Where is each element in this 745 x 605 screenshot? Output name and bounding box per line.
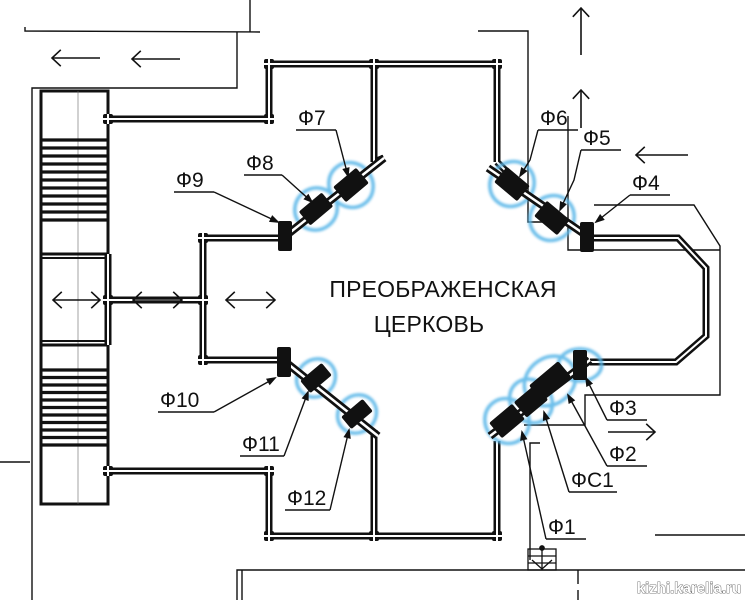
arrow-left-right-icon (634, 146, 688, 164)
right-enclosure-inner (567, 116, 720, 251)
leader-arrowhead (301, 390, 309, 402)
foundation-label-fc1: ФС1 (571, 469, 614, 492)
foundation-label-f9: Ф9 (176, 169, 204, 192)
wall-inner-line (108, 237, 283, 301)
foundation-walls (103, 59, 513, 541)
arrow-left-top-1-icon (50, 49, 100, 67)
leader-arrowhead (343, 428, 351, 439)
foundation-block-f11 (300, 363, 332, 393)
church-title-line2: ЦЕРКОВЬ (374, 311, 485, 337)
apse-wall (590, 234, 710, 366)
foundation-block-f5 (534, 201, 570, 235)
arrow-right-bottom-icon (608, 423, 657, 441)
leader-arrowhead (542, 410, 551, 421)
arrow-up-1-icon (572, 6, 590, 55)
leader-arrowhead (266, 377, 277, 386)
foundation-label-f12: Ф12 (287, 487, 326, 510)
leader-arrowhead (303, 193, 314, 204)
foundation-label-f7: Ф7 (298, 107, 326, 130)
label-leader-line (543, 411, 570, 493)
arrow-left-top-2-icon (130, 50, 180, 68)
left-staircase (39, 89, 110, 506)
foundation-block-f3 (573, 350, 587, 380)
foundation-block-f1 (489, 404, 525, 438)
church-title-line1: ПРЕОБРАЖЕНСКАЯ (329, 276, 556, 302)
label-leader-line (567, 394, 608, 467)
bottom-building-line (236, 569, 745, 600)
drain-symbol (527, 545, 557, 571)
arrow-both-2-icon (131, 291, 184, 309)
foundation-block-fc1 (514, 385, 548, 417)
wall-outer-line (199, 300, 283, 364)
foundation-label-f3: Ф3 (609, 397, 637, 420)
foundation-label-f4: Ф4 (632, 172, 660, 195)
label-leaders (158, 129, 670, 540)
foundation-block-f9 (278, 221, 292, 251)
foundation-block-f8 (299, 193, 333, 225)
lower-right-enclosure (529, 442, 540, 560)
leader-arrowhead (585, 376, 594, 388)
apse-wall-inner (590, 237, 707, 363)
foundation-label-f11: Ф11 (242, 433, 280, 456)
foundation-block-f10 (277, 347, 291, 377)
diagonal-beam-inner (282, 157, 385, 239)
leader-arrowhead (268, 215, 280, 223)
leader-arrowhead (567, 393, 576, 405)
arrow-up-2-icon (572, 88, 590, 128)
direction-arrows (50, 6, 688, 441)
left-enclosure-line (31, 32, 238, 600)
leader-arrowhead (518, 167, 528, 178)
foundation-label-f1: Ф1 (548, 516, 576, 539)
foundation-label-f6: Ф6 (540, 107, 568, 130)
top-left-boundary-line (24, 27, 261, 33)
staircase-steps-upper (41, 138, 108, 222)
label-leader-line (213, 377, 276, 413)
leader-arrowhead (559, 200, 567, 212)
arrow-both-1-icon (51, 291, 102, 309)
leader-arrowhead (342, 167, 350, 178)
foundation-blocks (277, 167, 594, 438)
wall-outer-line (108, 234, 283, 304)
diagonal-beam-inner (282, 359, 379, 437)
watermark: kizhi.karelia.ru (637, 580, 741, 597)
leader-arrowhead (594, 213, 605, 224)
arrow-both-3-icon (224, 291, 277, 309)
foundation-block-f7 (333, 168, 369, 202)
label-leader-line (559, 149, 582, 211)
wall-inner-line (202, 300, 283, 361)
label-leader-line (213, 191, 279, 223)
foundation-block-f6 (494, 167, 530, 201)
foundation-label-f5: Ф5 (583, 127, 611, 150)
foundation-label-f8: Ф8 (246, 152, 274, 175)
label-leader-line (521, 431, 547, 540)
foundation-block-f4 (580, 222, 594, 252)
foundation-block-f12 (341, 399, 373, 429)
staircase-steps-lower (41, 368, 108, 447)
foundation-label-f10: Ф10 (160, 389, 199, 412)
label-leader-line (283, 391, 309, 457)
label-leader-line (329, 429, 350, 511)
foundation-label-f2: Ф2 (609, 443, 637, 466)
leader-arrowhead (520, 430, 528, 441)
